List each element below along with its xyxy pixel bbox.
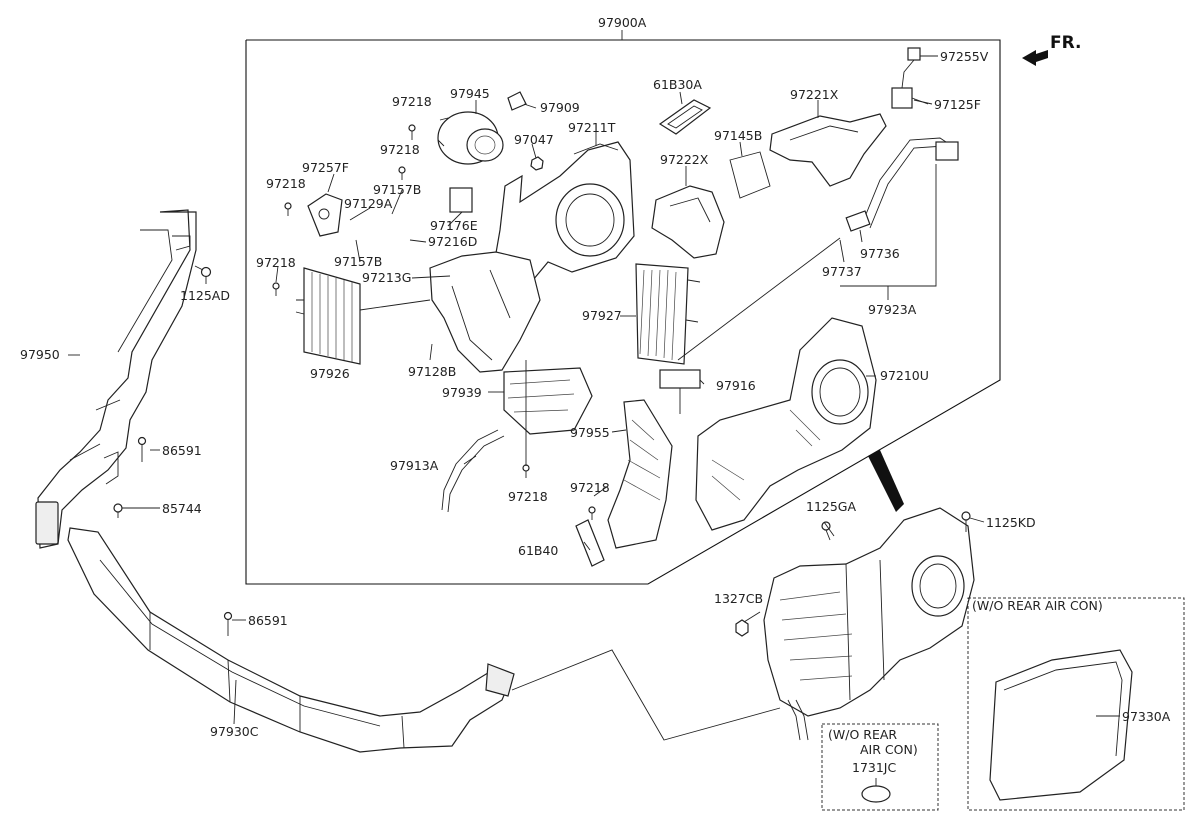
callout-97927: 97927	[582, 308, 622, 323]
callout-1125KD: 1125KD	[986, 515, 1036, 530]
bracket-97145B	[729, 151, 771, 199]
screw-86591-lower	[223, 611, 233, 636]
callout-97939: 97939	[442, 385, 482, 400]
callout-97145B: 97145B	[714, 128, 762, 143]
duct-97222X	[651, 185, 725, 259]
note-wo-rear-line1: (W/O REAR	[828, 727, 897, 742]
callout-1327CB: 1327CB	[714, 591, 763, 606]
evaporator-97927	[635, 263, 701, 365]
callout-97125F: 97125F	[934, 97, 981, 112]
leader-lines	[275, 55, 938, 551]
case-97210U	[695, 317, 877, 531]
note-wo-rear-air-con: (W/O REAR AIR CON)	[972, 598, 1103, 613]
callout-97213G: 97213G	[362, 270, 411, 285]
actuator-97125F	[891, 87, 929, 109]
callout-97128B: 97128B	[408, 364, 456, 379]
callout-97900A: 97900A	[598, 15, 647, 30]
callout-97737: 97737	[822, 264, 862, 279]
callout-1731JC: 1731JC	[852, 760, 896, 775]
callout-97913A: 97913A	[390, 458, 439, 473]
callout-97210U: 97210U	[880, 368, 929, 383]
callout-97257F: 97257F	[302, 160, 349, 175]
front-direction-arrow-icon	[1022, 50, 1048, 66]
callout-97955: 97955	[570, 425, 610, 440]
callout-97218-f: 97218	[570, 480, 610, 495]
seal-61B40	[575, 519, 605, 567]
assembly-frame	[245, 30, 1001, 585]
hose-97909	[507, 91, 527, 111]
callout-97222X: 97222X	[660, 152, 709, 167]
callout-97909: 97909	[540, 100, 580, 115]
callout-97923A: 97923A	[868, 302, 917, 317]
actuator-97257F	[307, 193, 343, 237]
sensor-97255V	[901, 47, 921, 89]
callout-86591-b: 86591	[248, 613, 288, 628]
callout-97218-d: 97218	[256, 255, 296, 270]
front-label: FR.	[1050, 33, 1081, 53]
wo-rear-aircon-box	[967, 597, 1185, 811]
callout-1125GA: 1125GA	[806, 499, 856, 514]
heater-core-97926	[295, 267, 361, 365]
callout-97218-a: 97218	[392, 94, 432, 109]
callout-97926: 97926	[310, 366, 350, 381]
callout-97916: 97916	[716, 378, 756, 393]
pipe-97923A	[845, 137, 959, 232]
assembled-hvac-unit	[763, 507, 975, 741]
callout-97221X: 97221X	[790, 87, 839, 102]
screw-86591-upper	[137, 436, 147, 462]
callout-97736: 97736	[860, 246, 900, 261]
callout-97330A: 97330A	[1122, 709, 1171, 724]
lower-case	[429, 251, 541, 373]
callout-97218-c: 97218	[266, 176, 306, 191]
nut-97047	[530, 156, 544, 171]
callout-97950: 97950	[20, 347, 60, 362]
wo-rear-plug-box	[821, 723, 939, 811]
duct-97930C	[67, 527, 515, 753]
callout-1125AD: 1125AD	[180, 288, 230, 303]
indicator-arrow	[868, 450, 904, 512]
callout-97129A: 97129A	[344, 196, 393, 211]
callout-97176E: 97176E	[430, 218, 478, 233]
nut-1327CB	[735, 619, 749, 637]
callout-61B40: 61B40	[518, 543, 558, 558]
callout-97157B-b: 97157B	[334, 254, 382, 269]
callout-97945: 97945	[450, 86, 490, 101]
drain-hose-97913A	[441, 429, 505, 513]
duct-97955	[607, 399, 673, 549]
callout-97047: 97047	[514, 132, 554, 147]
duct-97950	[35, 209, 197, 549]
callout-97218-e: 97218	[508, 489, 548, 504]
callout-97218-b: 97218	[380, 142, 420, 157]
callout-97255V: 97255V	[940, 49, 989, 64]
connection-line	[511, 649, 781, 741]
callout-97930C: 97930C	[210, 724, 259, 739]
duct-97221X	[769, 113, 887, 187]
callout-86591-a: 86591	[162, 443, 202, 458]
valve-97916	[659, 369, 701, 414]
bolt-97218	[272, 124, 596, 520]
bracket-85744	[113, 503, 123, 518]
callout-85744: 85744	[162, 501, 202, 516]
seal-61B30A	[658, 99, 712, 135]
blower-motor-97945	[437, 111, 504, 165]
callout-97211T: 97211T	[568, 120, 616, 135]
callout-61B30A: 61B30A	[653, 77, 702, 92]
resistor-97176E	[449, 187, 473, 213]
bolt-1125AD	[194, 265, 212, 284]
callout-97216D: 97216D	[428, 234, 477, 249]
note-wo-rear-line2: AIR CON)	[860, 742, 918, 757]
bolt-1125KD	[961, 511, 971, 532]
outer-leader-lines	[68, 354, 985, 725]
callout-97157B-a: 97157B	[373, 182, 421, 197]
